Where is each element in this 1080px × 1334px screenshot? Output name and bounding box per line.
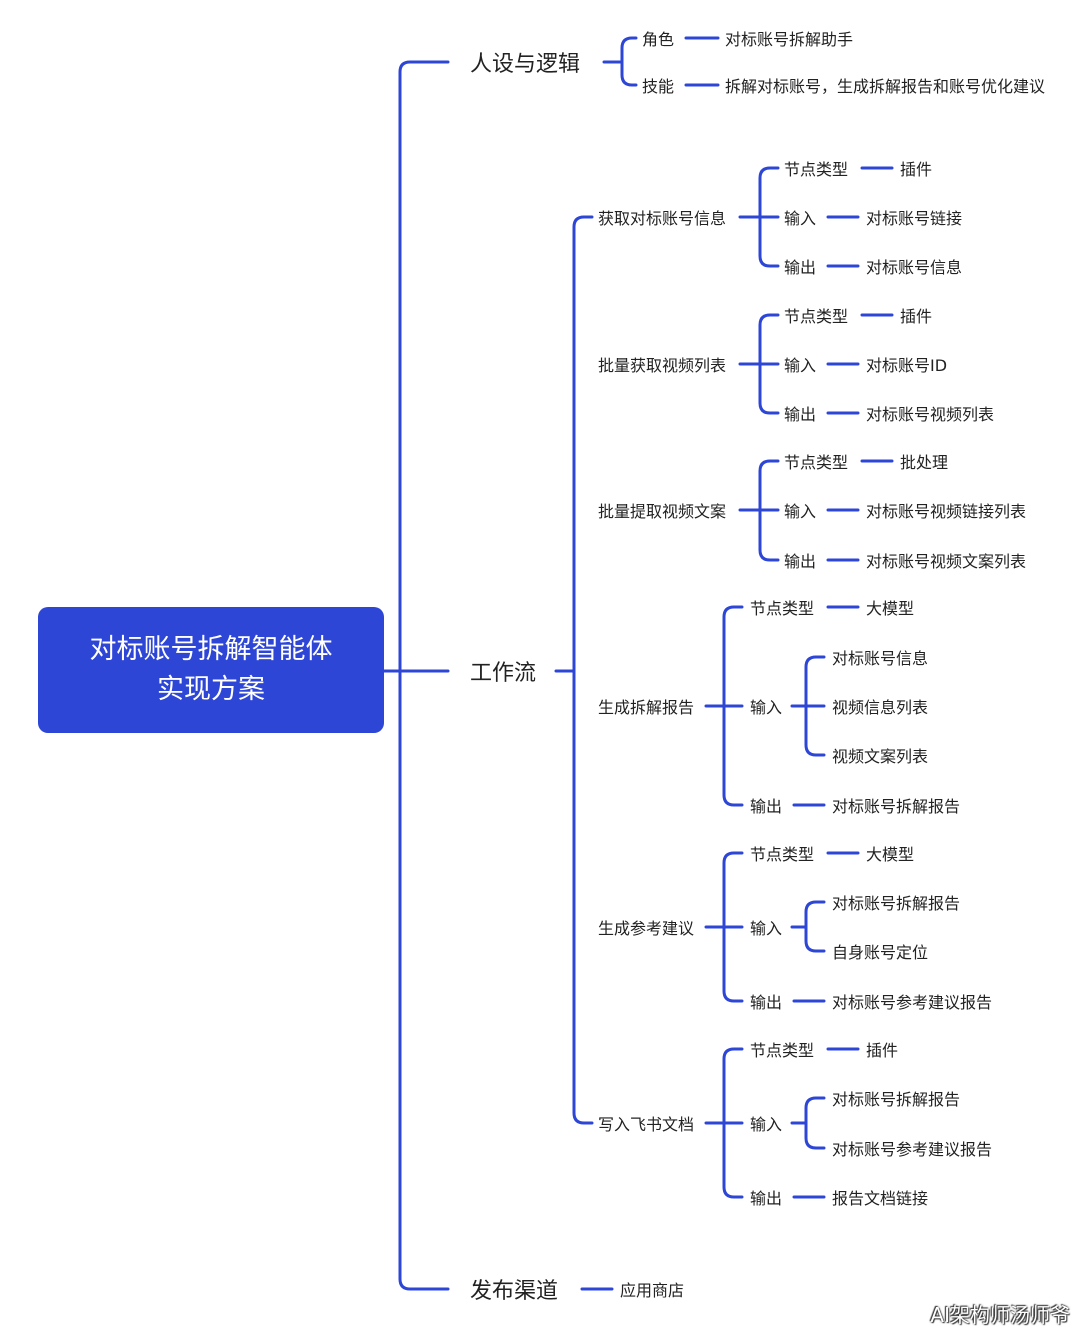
workflow-node-label: 生成参考建议: [598, 919, 695, 938]
node-output-value: 对标账号视频列表: [866, 405, 995, 424]
persona-bracket: [620, 36, 638, 87]
node-output-value: 对标账号信息: [866, 258, 963, 277]
node-output-label: 输出: [784, 258, 817, 277]
input-bracket: [804, 900, 826, 953]
node-input-value: 对标账号信息: [832, 649, 929, 668]
node-input-label: 输入: [750, 919, 783, 938]
node-input-value: 对标账号链接: [866, 209, 963, 228]
persona-role-value: 对标账号拆解助手: [725, 30, 854, 49]
node-type-value: 插件: [900, 307, 933, 326]
main-spine: [398, 60, 450, 1291]
node-type-label: 节点类型: [784, 453, 849, 472]
node-input-value: 对标账号拆解报告: [832, 894, 961, 913]
root-title-line1: 对标账号拆解智能体: [89, 634, 333, 665]
node-type-value: 插件: [866, 1041, 899, 1060]
persona-skill-label: 技能: [642, 77, 675, 96]
root-title-line2: 实现方案: [157, 674, 265, 705]
node-type-label: 节点类型: [750, 1041, 815, 1060]
node-output-label: 输出: [750, 797, 783, 816]
node-input-value: 自身账号定位: [832, 943, 929, 962]
node-type-value: 插件: [900, 160, 933, 179]
node-input-label: 输入: [784, 209, 817, 228]
branch-publish: 发布渠道: [470, 1279, 559, 1304]
node-type-label: 节点类型: [750, 845, 815, 864]
node-type-label: 节点类型: [750, 599, 815, 618]
node-input-value: 对标账号拆解报告: [832, 1090, 961, 1109]
root-node: 对标账号拆解智能体 实现方案: [38, 607, 384, 733]
node-output-label: 输出: [784, 552, 817, 571]
workflow-node-label: 批量提取视频文案: [598, 502, 727, 521]
node-output-value: 对标账号视频文案列表: [866, 552, 1027, 571]
node-input-value: 对标账号视频链接列表: [866, 502, 1027, 521]
node-input-value: 对标账号ID: [866, 356, 948, 375]
node-input-label: 输入: [750, 698, 783, 717]
input-bracket: [804, 1096, 826, 1150]
node-type-label: 节点类型: [784, 160, 849, 179]
node-input-label: 输入: [750, 1115, 783, 1134]
node-input-value: 视频文案列表: [832, 747, 929, 766]
node-output-label: 输出: [784, 405, 817, 424]
node-input-label: 输入: [784, 502, 817, 521]
persona-role-label: 角色: [642, 30, 675, 49]
node-type-value: 大模型: [866, 845, 915, 864]
branch-workflow: 工作流: [470, 661, 537, 686]
node-output-value: 对标账号拆解报告: [832, 797, 961, 816]
publish-value: 应用商店: [620, 1281, 685, 1300]
workflow-node-label: 获取对标账号信息: [598, 209, 727, 228]
workflow-node-label: 写入飞书文档: [598, 1115, 695, 1134]
watermark: AI架构师汤师爷: [930, 1303, 1070, 1327]
node-type-label: 节点类型: [784, 307, 849, 326]
node-input-value: 视频信息列表: [832, 698, 929, 717]
node-input-value: 对标账号参考建议报告: [832, 1140, 993, 1159]
node-type-value: 大模型: [866, 599, 915, 618]
node-output-value: 对标账号参考建议报告: [832, 993, 993, 1012]
persona-skill-value: 拆解对标账号，生成拆解报告和账号优化建议: [725, 77, 1046, 96]
workflow-node-label: 生成拆解报告: [598, 698, 695, 717]
branch-persona: 人设与逻辑: [470, 52, 581, 77]
node-output-value: 报告文档链接: [832, 1189, 929, 1208]
node-type-value: 批处理: [900, 453, 949, 472]
node-output-label: 输出: [750, 993, 783, 1012]
node-input-label: 输入: [784, 356, 817, 375]
node-output-label: 输出: [750, 1189, 783, 1208]
workflow-node-label: 批量获取视频列表: [598, 356, 727, 375]
workflow-bracket: [572, 215, 594, 1125]
